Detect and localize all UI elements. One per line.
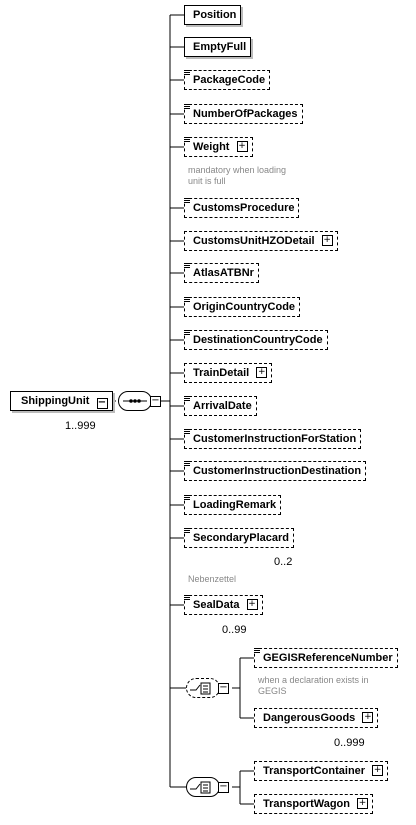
element-label: PackageCode <box>193 74 266 86</box>
collapse-icon[interactable]: − <box>150 395 161 407</box>
collapse-icon[interactable]: − <box>218 682 229 694</box>
element-customerinstructionforstation[interactable]: CustomerInstructionForStation <box>184 429 362 449</box>
element-arrivaldate[interactable]: ArrivalDate <box>184 396 257 416</box>
document-icon <box>184 137 190 142</box>
element-label: TransportContainer <box>263 765 366 777</box>
root-element-shippingunit[interactable]: ShippingUnit − <box>10 391 116 415</box>
document-icon <box>184 495 190 500</box>
element-label: SealData <box>193 599 240 611</box>
element-label: TrainDetail <box>193 367 250 379</box>
sequence-icon <box>123 399 147 403</box>
sequence-compositor[interactable] <box>118 391 152 411</box>
collapse-icon[interactable]: − <box>96 397 108 409</box>
element-label: CustomsProcedure <box>193 202 295 214</box>
weight-note: mandatory when loading unit is full <box>188 165 287 186</box>
expand-icon[interactable]: + <box>362 711 374 723</box>
element-label: ArrivalDate <box>193 400 252 412</box>
element-label: TransportWagon <box>263 798 350 810</box>
element-origincountrycode[interactable]: OriginCountryCode <box>184 297 301 317</box>
expand-icon[interactable]: + <box>357 797 369 809</box>
sealdata-cardinality: 0..99 <box>222 624 247 636</box>
expand-icon[interactable]: + <box>372 764 384 776</box>
document-icon <box>184 263 190 268</box>
root-cardinality: 1..999 <box>65 420 96 432</box>
element-transportcontainer[interactable]: TransportContainer + <box>254 761 389 781</box>
collapse-icon[interactable]: − <box>218 781 229 793</box>
element-label: EmptyFull <box>193 41 247 53</box>
element-gegisreferencenumber[interactable]: GEGISReferenceNumber <box>254 648 398 668</box>
choice-compositor[interactable] <box>186 678 220 698</box>
element-label: NumberOfPackages <box>193 108 298 120</box>
expand-icon[interactable]: + <box>321 234 333 246</box>
secondaryplacard-note: Nebenzettel <box>188 574 237 584</box>
element-dangerousgoods[interactable]: DangerousGoods + <box>254 708 383 732</box>
element-label: CustomsUnitHZODetail <box>193 235 315 247</box>
document-icon <box>184 429 190 434</box>
document-icon <box>184 198 190 203</box>
element-label: Position <box>193 9 237 21</box>
element-destinationcountrycode[interactable]: DestinationCountryCode <box>184 330 328 350</box>
root-label: ShippingUnit <box>21 395 90 407</box>
element-customsunithzodetail[interactable]: CustomsUnitHZODetail + <box>184 231 338 251</box>
document-icon <box>184 396 190 401</box>
expand-icon[interactable]: + <box>256 366 268 378</box>
document-icon <box>184 297 190 302</box>
element-packagecode[interactable]: PackageCode <box>184 70 271 90</box>
element-label: DangerousGoods <box>263 712 356 724</box>
element-label: GEGISReferenceNumber <box>263 652 393 664</box>
element-customerinstructiondestination[interactable]: CustomerInstructionDestination <box>184 461 367 481</box>
element-loadingremark[interactable]: LoadingRemark <box>184 495 282 515</box>
secondaryplacard-cardinality: 0..2 <box>274 556 293 568</box>
element-label: LoadingRemark <box>193 499 277 511</box>
document-icon <box>184 104 190 109</box>
element-label: AtlasATBNr <box>193 267 254 279</box>
element-traindetail[interactable]: TrainDetail + <box>184 363 273 383</box>
expand-icon[interactable]: + <box>246 598 258 610</box>
gegis-note: when a declaration exists in GEGIS <box>258 675 369 696</box>
element-label: OriginCountryCode <box>193 301 296 313</box>
document-icon <box>184 461 190 466</box>
document-icon <box>184 595 190 600</box>
element-label: SecondaryPlacard <box>193 532 289 544</box>
choice-compositor[interactable] <box>186 777 220 797</box>
document-icon <box>184 70 190 75</box>
element-atlasatbnr[interactable]: AtlasATBNr <box>184 263 259 283</box>
element-transportwagon[interactable]: TransportWagon + <box>254 794 374 814</box>
element-label: CustomerInstructionDestination <box>193 465 362 477</box>
element-weight[interactable]: Weight + <box>184 137 253 157</box>
document-icon <box>254 648 260 653</box>
element-numberofpackages[interactable]: NumberOfPackages <box>184 104 303 124</box>
dangerousgoods-cardinality: 0..999 <box>334 737 365 749</box>
element-label: Weight <box>193 141 230 153</box>
element-sealdata[interactable]: SealData + <box>184 595 267 619</box>
element-label: CustomerInstructionForStation <box>193 433 357 445</box>
choice-icon <box>190 682 211 695</box>
document-icon <box>184 330 190 335</box>
element-secondaryplacard[interactable]: SecondaryPlacard <box>184 528 298 552</box>
element-label: DestinationCountryCode <box>193 334 323 346</box>
element-position[interactable]: Position <box>184 5 242 25</box>
expand-icon[interactable]: + <box>236 140 248 152</box>
element-customsprocedure[interactable]: CustomsProcedure <box>184 198 300 218</box>
document-icon <box>184 528 190 533</box>
element-emptyfull[interactable]: EmptyFull <box>184 37 252 57</box>
choice-icon <box>190 781 211 794</box>
